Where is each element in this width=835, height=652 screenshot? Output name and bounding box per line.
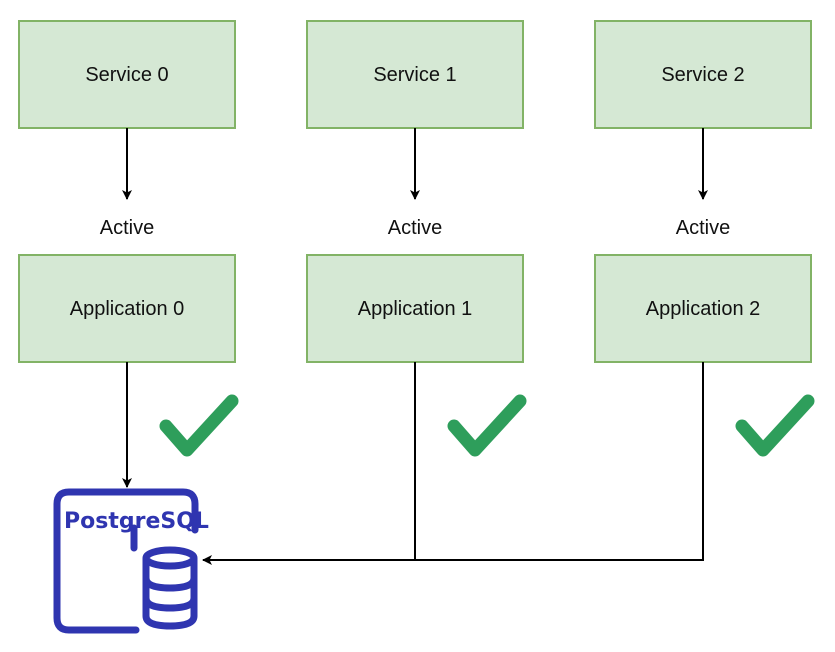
application-label: Application 2 <box>646 298 761 320</box>
check-icon <box>447 394 527 457</box>
service-label: Service 1 <box>373 64 456 86</box>
check-icon <box>159 394 239 457</box>
application-node-0: Application 0 <box>18 254 236 363</box>
service-node-2: Service 2 <box>594 20 812 129</box>
check-icon <box>735 394 815 457</box>
service-label: Service 0 <box>85 64 168 86</box>
application-label: Application 0 <box>70 298 185 320</box>
database-icon <box>142 546 198 630</box>
postgresql-label: PostgreSQL <box>64 509 209 534</box>
service-node-1: Service 1 <box>306 20 524 129</box>
edge-label-active-0: Active <box>100 217 154 239</box>
service-node-0: Service 0 <box>18 20 236 129</box>
edge-label-active-2: Active <box>676 217 730 239</box>
application-label: Application 1 <box>358 298 473 320</box>
edge-label-active-1: Active <box>388 217 442 239</box>
postgresql-logo: PostgreSQL <box>53 488 209 634</box>
app-db-bus-line <box>414 362 704 561</box>
application-node-2: Application 2 <box>594 254 812 363</box>
service-label: Service 2 <box>661 64 744 86</box>
application-node-1: Application 1 <box>306 254 524 363</box>
